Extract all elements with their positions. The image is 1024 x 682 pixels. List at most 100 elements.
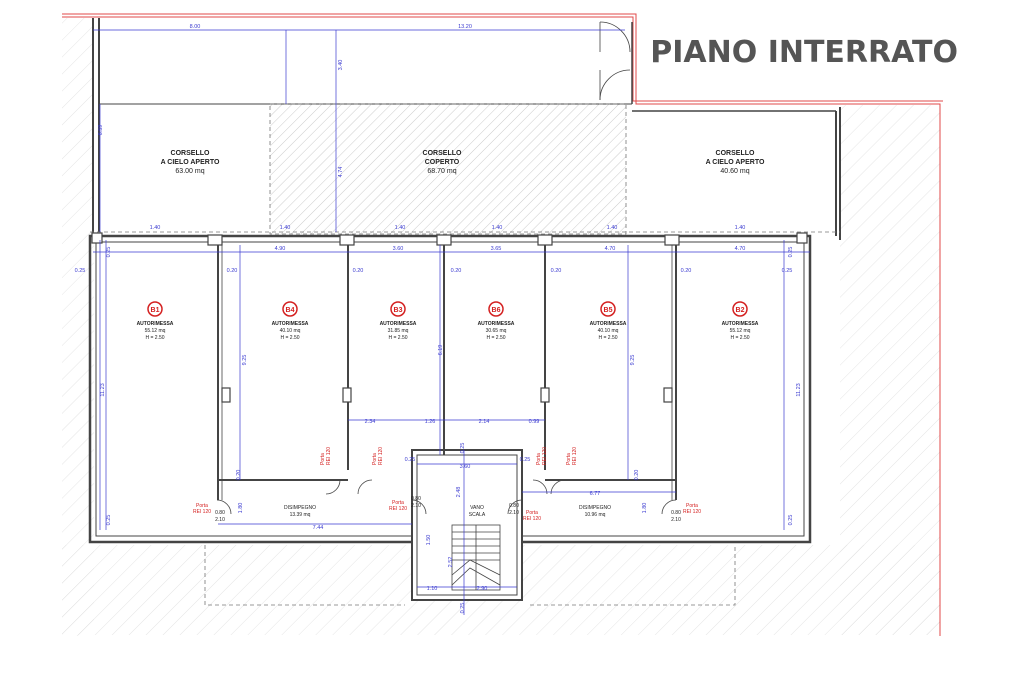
dim-edge: 0.25 (782, 268, 793, 274)
dim-span-1: 4.90 (275, 246, 286, 252)
door-rating: REI 120 (523, 516, 541, 522)
lobby-right-label: DISIMPEGNO (579, 505, 611, 511)
dim-140: 1.40 (492, 225, 503, 231)
dim-edge: 0.25 (460, 603, 466, 614)
garage-label: AUTORIMESSA (478, 321, 515, 327)
dim-290: 2.90 (477, 586, 488, 592)
dim-h-619: 6.19 (438, 345, 444, 356)
dim-126: 1.26 (425, 419, 436, 425)
dim-214: 2.14 (479, 419, 490, 425)
ground-hatching (62, 18, 940, 636)
dim-wall: 0.20 (353, 268, 364, 274)
dim-wall: 0.20 (236, 470, 242, 481)
dim-wall: 0.20 (451, 268, 462, 274)
door-label: Porta (392, 500, 404, 506)
door-rating: REI 120 (683, 509, 701, 515)
dim-180: 1.80 (642, 503, 648, 514)
stairwell: VANO SCALA (469, 505, 486, 518)
dim-h-1123: 11.23 (100, 383, 106, 396)
door-label: Porta (196, 503, 208, 509)
garage-code: B1 (151, 307, 160, 314)
dim-wall: 0.20 (634, 470, 640, 481)
garage-b2: B2 AUTORIMESSA 55.12 mq H = 2.50 (722, 301, 759, 341)
dim-top-a: 8.00 (190, 24, 201, 30)
door-rating: REI 120 (193, 509, 211, 515)
page-title: PIANO INTERRATO (650, 35, 958, 70)
garage-area: 40.10 mq (280, 328, 301, 334)
door-rating: REI 120 (389, 506, 407, 512)
stairwell-line2: SCALA (469, 512, 486, 518)
corridor-left-line1: CORSELLO (171, 150, 210, 157)
corridor-center: CORSELLO COPERTO 68.70 mq (423, 150, 462, 175)
dim-252: 2.52 (448, 557, 454, 568)
garage-badge (600, 301, 616, 317)
garage-code: B5 (604, 307, 613, 314)
corridor-center-area: 68.70 mq (427, 168, 456, 175)
corridor-center-line1: CORSELLO (423, 150, 462, 157)
dim-span-5: 4.70 (735, 246, 746, 252)
garage-label: AUTORIMESSA (590, 321, 627, 327)
door-size-h: 2.10 (671, 517, 681, 523)
garage-code: B4 (286, 307, 295, 314)
fire-door-b6: Porta REI 120 (536, 447, 548, 465)
door-label: Porta (526, 510, 538, 516)
door-size-h: 2.10 (411, 503, 421, 509)
dim-h-1123: 11.23 (796, 383, 802, 396)
dim-744: 7.44 (313, 525, 324, 531)
dim-edge: 0.25 (106, 247, 112, 258)
dim-edge: 0.25 (405, 457, 416, 463)
fire-door-center-right: Porta REI 120 (523, 510, 541, 522)
corridor-center-line2: COPERTO (425, 159, 460, 166)
dimension-labels: 8.00 13.20 4.90 3.60 3.65 4.70 4.70 0.20… (75, 24, 793, 592)
garage-height: H = 2.50 (730, 335, 749, 341)
garage-label: AUTORIMESSA (272, 321, 309, 327)
door-label: Porta (686, 503, 698, 509)
dim-180: 1.80 (238, 503, 244, 514)
garage-height: H = 2.50 (145, 335, 164, 341)
dim-wall: 0.20 (681, 268, 692, 274)
dim-wall: 0.20 (551, 268, 562, 274)
garage-height: H = 2.50 (280, 335, 299, 341)
door-label: Porta (372, 453, 378, 465)
dim-wall: 0.20 (227, 268, 238, 274)
door-size-h: 2.10 (215, 517, 225, 523)
dim-248: 2.48 (456, 487, 462, 498)
door-rating: REI 120 (378, 447, 384, 465)
garage-code: B3 (394, 307, 403, 314)
garage-code: B2 (736, 307, 745, 314)
dim-140: 1.40 (735, 225, 746, 231)
garage-area: 55.12 mq (145, 328, 166, 334)
dim-234: 2.34 (365, 419, 376, 425)
garage-b3: B3 AUTORIMESSA 31.85 mq H = 2.50 (380, 301, 417, 341)
dim-140: 1.40 (395, 225, 406, 231)
fire-door-b3: Porta REI 120 (372, 447, 384, 465)
dim-vert-a: 3.40 (338, 60, 344, 71)
columns (91, 232, 808, 403)
dim-150: 1.50 (426, 535, 432, 546)
stairwell-line1: VANO (470, 505, 484, 511)
garage-area: 30.65 mq (486, 328, 507, 334)
garage-badge (147, 301, 163, 317)
dim-span-3: 3.65 (491, 246, 502, 252)
dimension-labels-vertical: 3.40 6.59 4.74 11.23 11.23 9.25 9.25 6.1… (98, 60, 802, 614)
garage-label: AUTORIMESSA (380, 321, 417, 327)
garage-area: 31.85 mq (388, 328, 409, 334)
garage-badge (732, 301, 748, 317)
dim-140: 1.40 (150, 225, 161, 231)
garage-b4: B4 AUTORIMESSA 40.10 mq H = 2.50 (272, 301, 309, 341)
door-size-w: 0.80 (411, 496, 421, 502)
dim-span-2: 3.60 (393, 246, 404, 252)
dim-h-925: 9.25 (242, 355, 248, 366)
garage-area: 40.10 mq (598, 328, 619, 334)
corridor-left: CORSELLO A CIELO APERTO 63.00 mq (161, 150, 220, 175)
fire-door-b5: Porta REI 120 (566, 447, 578, 465)
lobby-right: DISIMPEGNO 10.96 mq (579, 505, 611, 518)
corridor-right: CORSELLO A CIELO APERTO 40.60 mq (706, 150, 765, 175)
dim-edge: 0.25 (788, 247, 794, 258)
dim-edge: 0.25 (788, 515, 794, 526)
garage-code: B6 (492, 307, 501, 314)
dim-110: 1.10 (427, 586, 438, 592)
door-size-w: 0.80 (671, 510, 681, 516)
lobby-left: DISIMPEGNO 13.39 mq (284, 505, 316, 518)
